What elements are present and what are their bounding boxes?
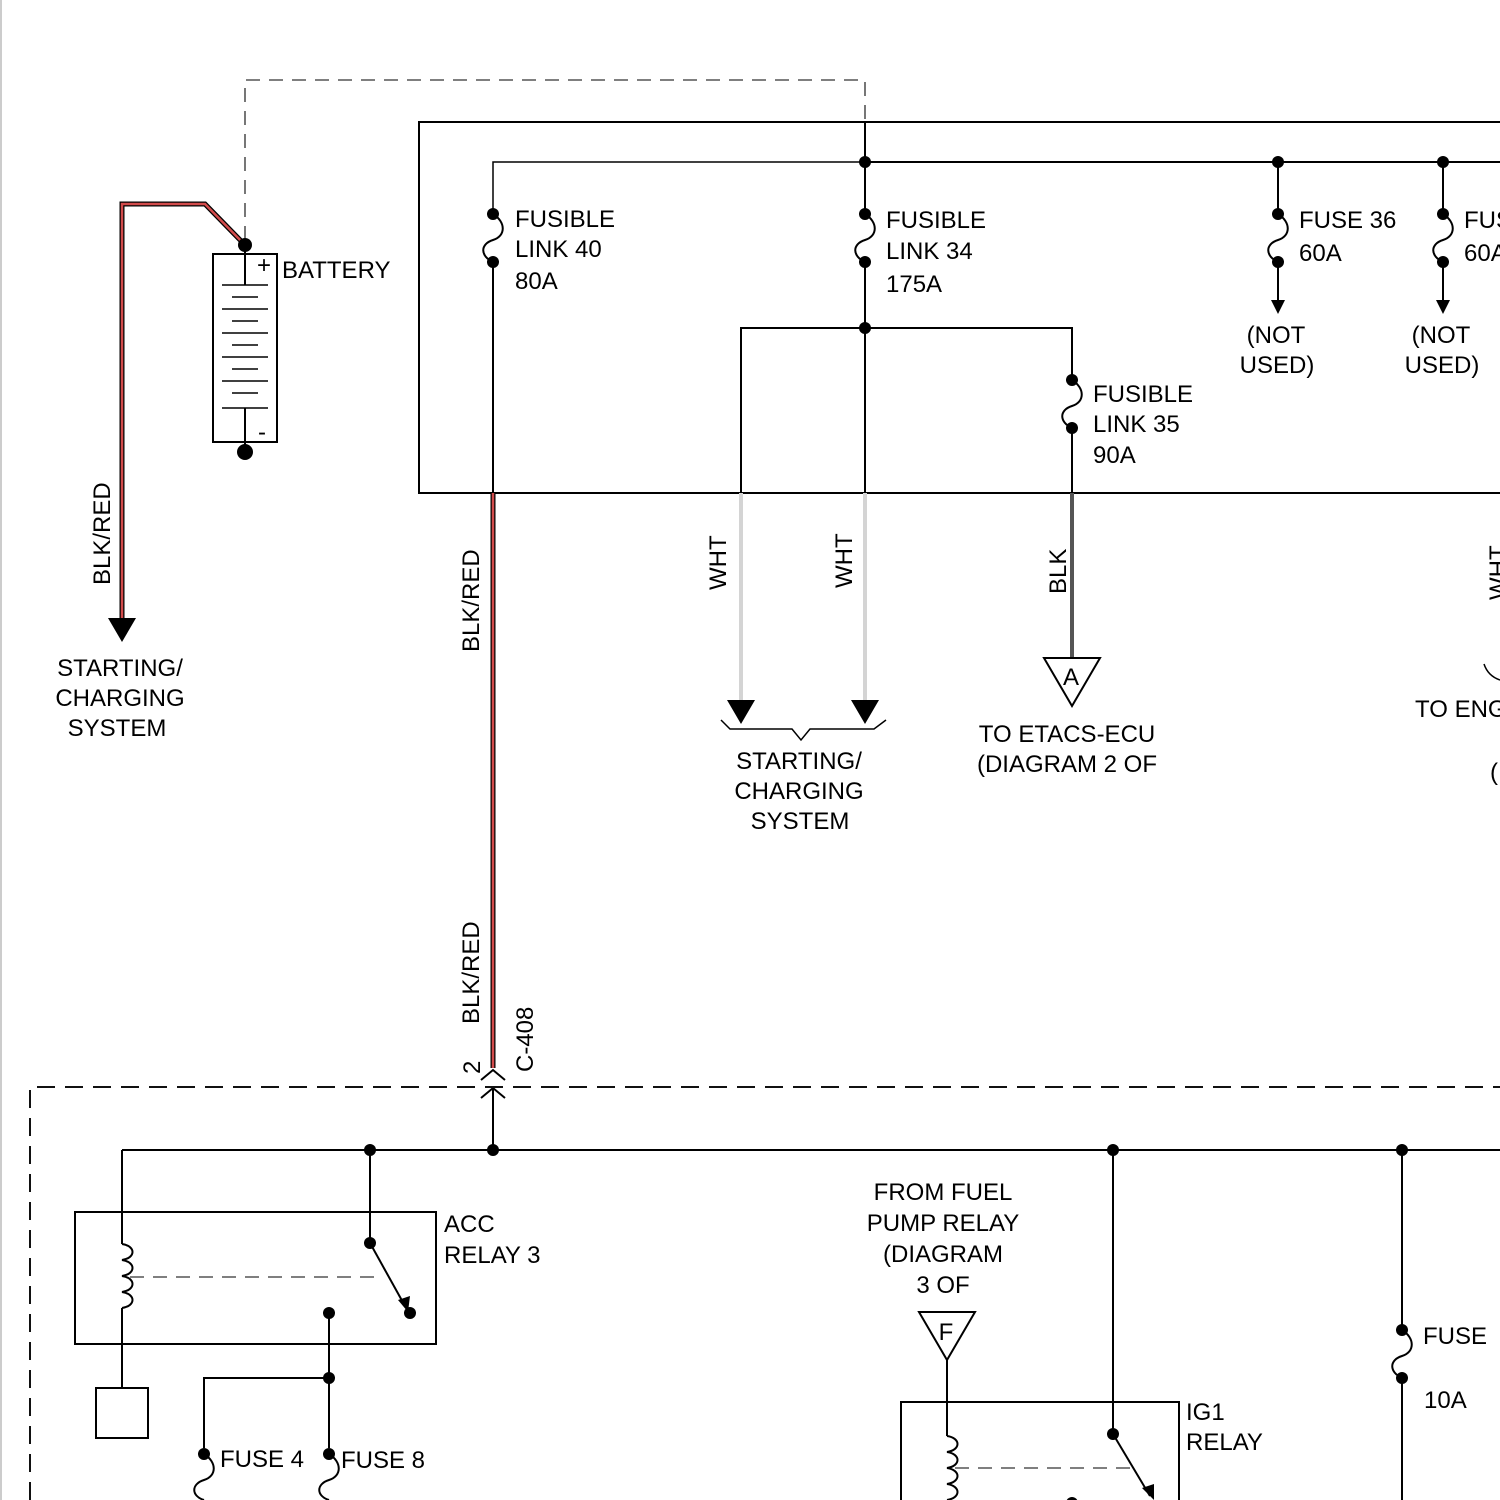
fuse-right-line-1: FUS	[1464, 207, 1500, 234]
fuse-36-dest-line-1: (NOT	[1247, 322, 1306, 349]
fuse-bottom-right-icon	[1392, 1324, 1412, 1384]
fusible-link-40-icon	[483, 208, 503, 268]
fusible-link-34-icon	[855, 208, 875, 268]
acc-relay-line-2: RELAY 3	[444, 1242, 541, 1269]
fuse-bottom-right-line-2: 10A	[1424, 1387, 1467, 1414]
fusible-link-35-line-3: 90A	[1093, 442, 1136, 469]
fusible-link-35-line-1: FUSIBLE	[1093, 381, 1193, 408]
c408-wire-label: BLK/RED	[458, 921, 485, 1024]
battery-minus-sign: -	[258, 419, 266, 446]
bus-junction-dot	[859, 156, 871, 168]
starting-dest-line-3: SYSTEM	[751, 808, 850, 835]
battery-dest-line-2: CHARGING	[55, 685, 184, 712]
engine-cut-brace	[1484, 664, 1500, 680]
c408-pin-number: 2	[459, 1061, 486, 1074]
acc-relay-coil-icon	[122, 1244, 133, 1308]
engine-cut-line-2: (	[1490, 759, 1498, 786]
blk-wire-label: BLK	[1045, 549, 1072, 594]
acc-relay-ground-block	[96, 1388, 148, 1438]
fuse-4-icon	[194, 1448, 214, 1500]
fuse-36-dest-line-2: USED)	[1240, 352, 1315, 379]
fl40-wire-label: BLK/RED	[458, 549, 485, 652]
battery-wire-label: BLK/RED	[89, 482, 116, 585]
fuse-right-line-2: 60A	[1464, 240, 1500, 267]
fuse-36-arrow-icon	[1271, 300, 1285, 314]
ig1-relay-box	[901, 1402, 1179, 1500]
acc-relay-switch-arm-icon	[370, 1243, 405, 1306]
battery-cells-icon	[222, 285, 268, 408]
battery-arrow-down-icon	[108, 618, 136, 642]
fuel-pump-line-1: FROM FUEL	[874, 1179, 1013, 1206]
c408-label: C-408	[512, 1007, 539, 1072]
fusible-link-35-icon	[1062, 374, 1082, 434]
wht-wire-2-arrow-icon	[851, 700, 879, 724]
acc-relay-contact-1	[404, 1307, 416, 1319]
starting-system-brace	[721, 720, 886, 740]
wht-cut-label: WHT	[1485, 545, 1500, 600]
fusible-link-34-line-2: LINK 34	[886, 238, 973, 265]
fuse-right-dest-line-1: (NOT	[1412, 322, 1471, 349]
battery-wire-blk-red	[122, 204, 245, 620]
fuse-right-icon	[1433, 208, 1453, 268]
starting-dest-line-2: CHARGING	[734, 778, 863, 805]
fuel-pump-line-2: PUMP RELAY	[867, 1210, 1020, 1237]
fusible-link-40-line-2: LINK 40	[515, 236, 602, 263]
fuse-8-label: FUSE 8	[341, 1447, 425, 1474]
fuse-36-line-2: 60A	[1299, 240, 1342, 267]
battery-dest-line-1: STARTING/	[57, 655, 183, 682]
battery-plus-sign: +	[257, 252, 271, 279]
battery-plus-terminal-dot	[238, 238, 252, 252]
fuel-pump-line-4: 3 OF	[916, 1272, 969, 1299]
lower-bus-dot-c408	[487, 1144, 499, 1156]
fuse-4-label: FUSE 4	[220, 1446, 304, 1473]
acc-relay-line-1: ACC	[444, 1211, 495, 1238]
battery-label: BATTERY	[282, 257, 390, 284]
fusible-link-40-line-3: 80A	[515, 268, 558, 295]
ig1-relay-line-1: IG1	[1186, 1399, 1225, 1426]
engine-cut-line-1: TO ENG	[1415, 696, 1500, 723]
fuse-right-dest-line-2: USED)	[1405, 352, 1480, 379]
wht-wire-1-label: WHT	[705, 535, 732, 590]
fusible-link-40-line-1: FUSIBLE	[515, 206, 615, 233]
lower-box-dashed-outline	[30, 1087, 1500, 1500]
fuse-bottom-right-line-1: FUSE	[1423, 1323, 1487, 1350]
etacs-line-2: (DIAGRAM 2 OF	[977, 751, 1157, 778]
fusible-link-34-line-1: FUSIBLE	[886, 207, 986, 234]
etacs-line-1: TO ETACS-ECU	[979, 721, 1155, 748]
starting-dest-line-1: STARTING/	[736, 748, 862, 775]
ig1-relay-line-2: RELAY	[1186, 1429, 1263, 1456]
fuel-pump-line-3: (DIAGRAM	[883, 1241, 1003, 1268]
wht-wire-2-label: WHT	[831, 533, 858, 588]
fusible-link-35-line-2: LINK 35	[1093, 411, 1180, 438]
fuse-4-feed	[204, 1378, 329, 1448]
wht-wire-1-arrow-icon	[727, 700, 755, 724]
fuse-box-outline	[419, 122, 1500, 493]
etacs-marker: A	[1063, 664, 1079, 691]
fuse-36-line-1: FUSE 36	[1299, 207, 1396, 234]
fuse-8-icon	[319, 1448, 339, 1500]
fuse-right-arrow-icon	[1436, 300, 1450, 314]
ig1-relay-switch-arm-icon	[1113, 1434, 1150, 1496]
battery-dest-line-3: SYSTEM	[68, 715, 167, 742]
branch-junction-dot	[859, 322, 871, 334]
fuse-36-icon	[1268, 208, 1288, 268]
fusible-link-34-branch	[741, 328, 1072, 493]
battery-wire-outline	[122, 204, 245, 620]
battery-minus-terminal-dot	[237, 444, 253, 460]
fuel-pump-marker: F	[939, 1319, 954, 1346]
fusible-link-34-line-3: 175A	[886, 271, 942, 298]
